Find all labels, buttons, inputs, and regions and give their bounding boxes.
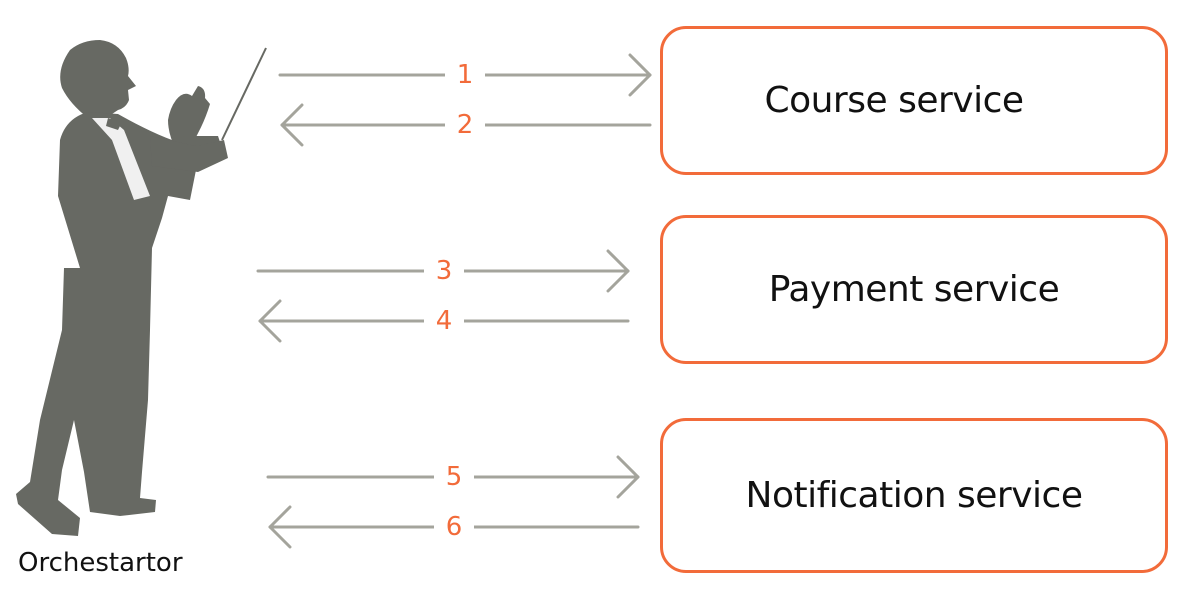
course-service-box: Course service <box>660 26 1168 175</box>
orchestrator-label: Orchestartor <box>18 548 183 578</box>
payment-service-box: Payment service <box>660 215 1168 364</box>
baton-icon <box>221 47 267 141</box>
course-service-label: Course service <box>764 80 1024 121</box>
step-number-6: 6 <box>434 512 474 542</box>
step-number-5: 5 <box>434 462 474 492</box>
notification-service-label: Notification service <box>745 475 1083 516</box>
step-number-3: 3 <box>424 256 464 286</box>
notification-service-box: Notification service <box>660 418 1168 573</box>
step-number-1: 1 <box>445 60 485 90</box>
conductor-silhouette-icon <box>16 40 228 536</box>
step-number-4: 4 <box>424 306 464 336</box>
step-number-2: 2 <box>445 110 485 140</box>
shirt-detail <box>92 118 150 200</box>
payment-service-label: Payment service <box>768 269 1060 310</box>
